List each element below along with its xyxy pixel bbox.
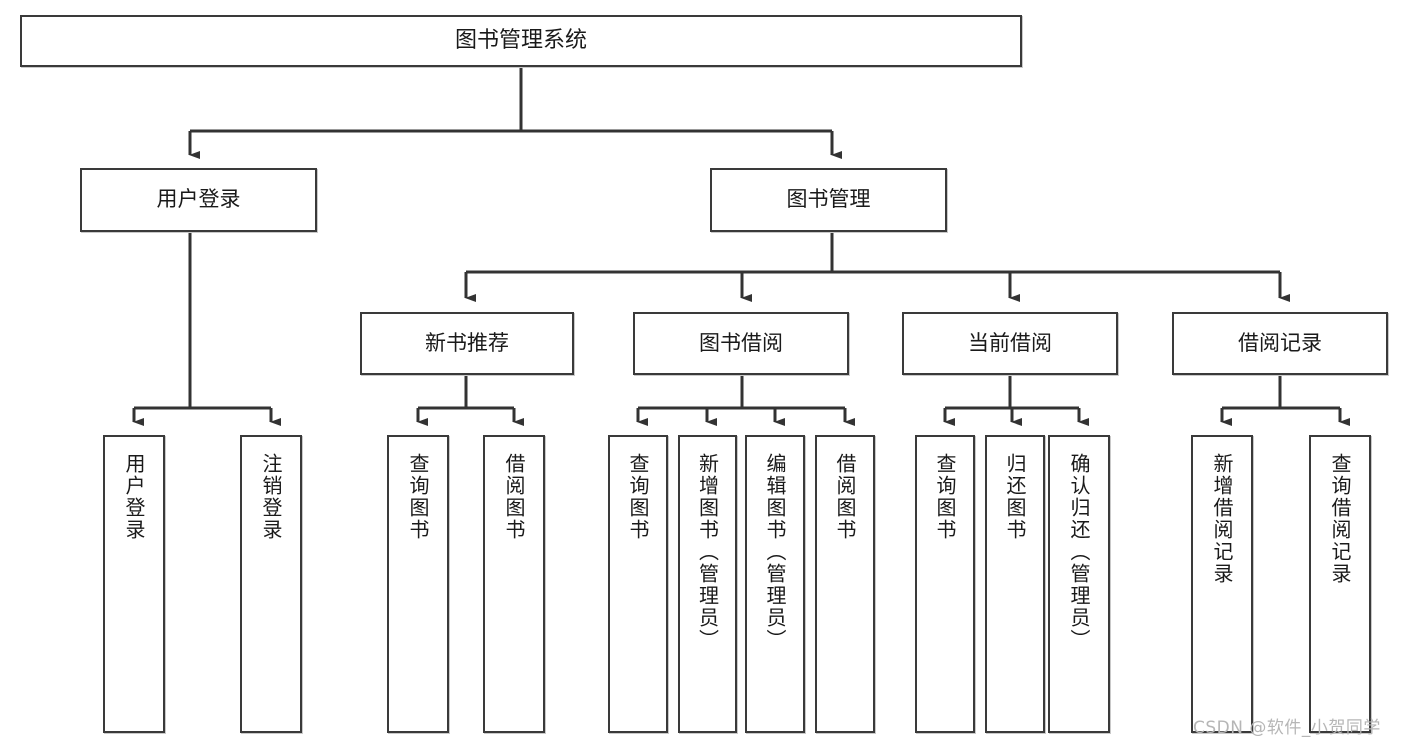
node-leaf-query-book-borrow[interactable]: 查询图书 xyxy=(608,435,668,733)
node-label: 新增借阅记录 xyxy=(1210,453,1234,585)
node-leaf-query-borrow-record[interactable]: 查询借阅记录 xyxy=(1309,435,1371,733)
node-label: 当前借阅 xyxy=(968,330,1052,355)
node-borrow-record[interactable]: 借阅记录 xyxy=(1172,312,1388,375)
node-label: 查询借阅记录 xyxy=(1328,453,1352,585)
node-leaf-user-login[interactable]: 用户登录 xyxy=(103,435,165,733)
node-label: 查询图书 xyxy=(933,453,957,541)
node-leaf-add-book-admin[interactable]: 新增图书（管理员） xyxy=(678,435,737,733)
node-leaf-return-book[interactable]: 归还图书 xyxy=(985,435,1045,733)
node-label: 图书管理 xyxy=(786,187,871,212)
node-label: 用户登录 xyxy=(122,453,146,541)
node-leaf-query-book-new[interactable]: 查询图书 xyxy=(387,435,449,733)
node-label: 编辑图书（管理员） xyxy=(763,453,787,651)
node-user-login[interactable]: 用户登录 xyxy=(80,168,317,232)
node-label: 图书管理系统 xyxy=(454,27,587,53)
node-label: 查询图书 xyxy=(626,453,650,541)
node-leaf-confirm-return-admin[interactable]: 确认归还（管理员） xyxy=(1048,435,1110,733)
node-leaf-query-book-current[interactable]: 查询图书 xyxy=(915,435,975,733)
node-leaf-borrow-book[interactable]: 借阅图书 xyxy=(815,435,875,733)
node-label: 新书推荐 xyxy=(425,330,509,355)
node-label: 借阅图书 xyxy=(502,453,526,541)
node-root-book-management-system[interactable]: 图书管理系统 xyxy=(20,15,1022,67)
node-label: 注销登录 xyxy=(259,453,283,541)
node-current-borrow[interactable]: 当前借阅 xyxy=(902,312,1118,375)
csdn-watermark: CSDN @软件_小贺同学 xyxy=(1193,718,1381,738)
node-leaf-edit-book-admin[interactable]: 编辑图书（管理员） xyxy=(745,435,805,733)
node-leaf-logout-login[interactable]: 注销登录 xyxy=(240,435,302,733)
node-label: 图书借阅 xyxy=(699,330,783,355)
node-leaf-add-borrow-record[interactable]: 新增借阅记录 xyxy=(1191,435,1253,733)
node-label: 查询图书 xyxy=(406,453,430,541)
node-label: 确认归还（管理员） xyxy=(1067,453,1091,651)
node-book-management[interactable]: 图书管理 xyxy=(710,168,947,232)
node-book-borrow[interactable]: 图书借阅 xyxy=(633,312,849,375)
node-label: 归还图书 xyxy=(1003,453,1027,541)
node-label: 用户登录 xyxy=(156,187,241,212)
node-leaf-borrow-book-new[interactable]: 借阅图书 xyxy=(483,435,545,733)
node-label: 借阅记录 xyxy=(1238,330,1322,355)
node-label: 借阅图书 xyxy=(833,453,857,541)
node-new-book-recommend[interactable]: 新书推荐 xyxy=(360,312,574,375)
node-label: 新增图书（管理员） xyxy=(695,453,720,651)
